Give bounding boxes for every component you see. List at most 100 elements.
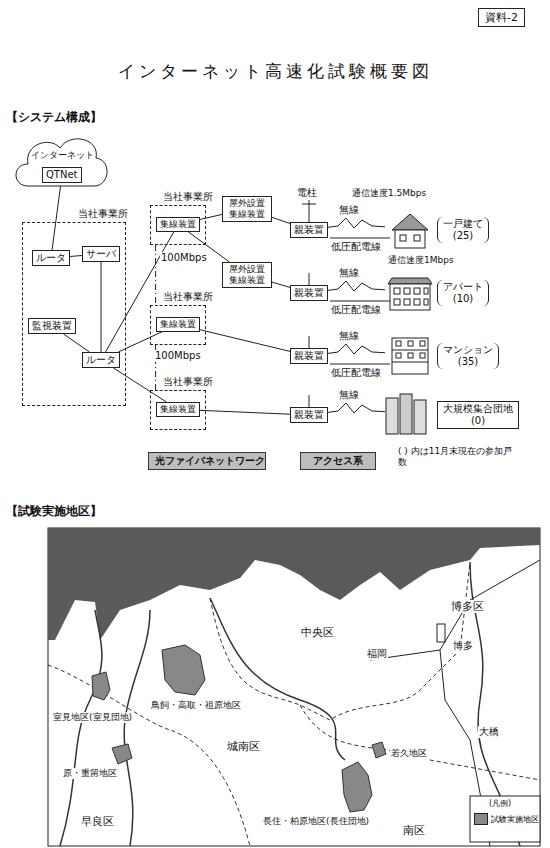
edge-label: 無線 <box>338 267 360 279</box>
bracket-group: 大規模集合団地(0) <box>437 401 519 429</box>
legend: 試験実施地区 <box>474 813 539 825</box>
node-text: アクセス系 <box>307 455 369 467</box>
legend-swatch <box>474 813 488 825</box>
legend-item: 試験実施地区 <box>474 813 539 825</box>
node-text: ルータ <box>36 252 66 264</box>
edge-label: 100Mbps <box>154 350 202 362</box>
group-heading: 当社事業所 <box>78 208 128 220</box>
map-label: 博多区 <box>450 600 485 613</box>
node-text: 集線装置 <box>160 319 196 330</box>
wireless-link <box>328 281 385 291</box>
node-text: (25) <box>443 230 483 242</box>
edge-label: 無線 <box>338 330 360 342</box>
node-text: 集線装置 <box>160 219 196 230</box>
server-box: サーバ <box>82 246 120 262</box>
office-group: 集線装置当社事業所 <box>150 305 206 345</box>
document-number: 資料-2 <box>478 8 525 27</box>
page-title: インターネット高速化試験概要図 <box>0 60 550 83</box>
bracket-group: マンション(35) <box>437 343 499 369</box>
network-line <box>155 245 156 305</box>
node-text: 大規模集合団地 <box>443 403 513 415</box>
provider-box: QTNet <box>42 167 82 183</box>
outdoor-unit: 屋外設置集線装置 <box>222 196 272 222</box>
map-label: 城南区 <box>226 740 261 753</box>
group-heading: 当社事業所 <box>163 191 213 203</box>
wireless-link <box>328 218 385 228</box>
node-text: 親装置 <box>294 409 324 421</box>
node-text: 親装置 <box>294 350 324 362</box>
annotation: 通信速度1Mbps <box>388 255 454 266</box>
map-label: 長住・柏原地区(長住団地) <box>262 816 370 827</box>
node-text: 一戸建て <box>443 218 483 230</box>
network-line <box>200 410 290 414</box>
map-label: 中央区 <box>300 626 335 639</box>
map-label: 福岡 <box>366 648 388 660</box>
legend-text: 試験実施地区 <box>491 814 539 825</box>
node-text: 光ファイバネットワーク <box>155 455 259 467</box>
annotation: 通信速度1.5Mbps <box>352 188 426 199</box>
section-heading: 【システム構成】 <box>6 110 102 124</box>
network-band: 光ファイバネットワーク <box>148 452 266 470</box>
outdoor-unit: 屋外設置集線装置 <box>222 262 272 288</box>
network-line <box>272 217 290 223</box>
map-label: 早良区 <box>80 815 115 828</box>
network-line <box>200 214 222 219</box>
annotation: 低圧配電線 <box>331 241 381 253</box>
concentrator-box: 集線装置 <box>156 217 200 232</box>
cloud-shape <box>16 139 107 186</box>
map-label: (凡例) <box>488 799 512 809</box>
bracket-group: アパート(10) <box>437 280 489 306</box>
node-text: 資料-2 <box>485 11 518 24</box>
map-label: 大橋 <box>478 726 500 738</box>
router-box: ルータ <box>32 250 70 266</box>
network-line <box>113 368 166 402</box>
dwelling-group: アパート(10) <box>385 271 491 315</box>
node-text: ルータ <box>86 354 116 366</box>
internet-cloud: QTNet インターネット <box>12 130 112 190</box>
map-label: 若久地区 <box>390 748 428 759</box>
node-text: QTNet <box>46 169 78 181</box>
network-line <box>200 330 290 352</box>
group-heading: 当社事業所 <box>163 291 213 303</box>
router-box: ルータ <box>82 352 120 368</box>
network-line <box>52 183 61 250</box>
network-line <box>101 262 102 352</box>
node-text: マンション <box>443 344 493 356</box>
office-group: 集線装置当社事業所 <box>150 205 206 245</box>
map-label: 鳥飼・高取・祖原地区 <box>150 700 242 711</box>
master-unit: 親装置 <box>290 348 328 364</box>
network-band: アクセス系 <box>300 452 376 470</box>
office-group: ルータサーバ監視装置ルータ当社事業所 <box>22 222 126 406</box>
node-text: サーバ <box>86 248 116 260</box>
edge-label: 100Mbps <box>160 252 208 264</box>
wireless-link <box>328 403 385 413</box>
monitor-box: 監視装置 <box>28 318 76 334</box>
node-text: 監視装置 <box>32 320 72 332</box>
annotation: 低圧配電線 <box>331 304 381 316</box>
dwelling-group: 大規模集合団地(0) <box>385 393 521 437</box>
node-text: (0) <box>443 415 513 427</box>
map-label: 南区 <box>402 824 426 837</box>
node-text: 屋外設置集線装置 <box>226 198 268 220</box>
concentrator-box: 集線装置 <box>156 317 200 332</box>
office-group: 集線装置当社事業所 <box>150 390 206 430</box>
network-line <box>272 282 290 287</box>
edge-label: 無線 <box>338 204 360 216</box>
node-text: (35) <box>443 356 493 368</box>
edge-label: 無線 <box>338 389 360 401</box>
network-line <box>70 255 82 257</box>
map-label: 博多 <box>452 640 474 652</box>
bracket-group: 一戸建て(25) <box>437 217 489 243</box>
section-heading: 【試験実施地区】 <box>6 504 102 518</box>
network-line <box>64 334 90 352</box>
dwelling-group: マンション(35) <box>385 334 501 378</box>
master-unit: 親装置 <box>290 407 328 423</box>
wireless-link <box>328 344 385 354</box>
node-text: 親装置 <box>294 287 324 299</box>
node-text: 集線装置 <box>160 404 196 415</box>
map-label: 室見地区(室見団地) <box>52 712 133 723</box>
node-text: インターネット <box>12 150 112 161</box>
node-text: アパート <box>443 281 483 293</box>
node-text: 親装置 <box>294 224 324 236</box>
annotation: 低圧配電線 <box>331 367 381 379</box>
